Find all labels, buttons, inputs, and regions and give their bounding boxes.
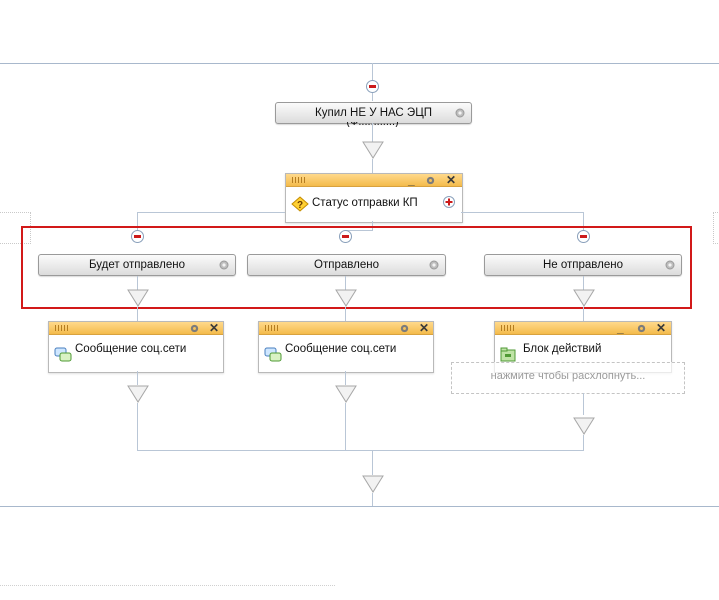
connector-line	[583, 307, 584, 321]
minimize-icon[interactable]: _	[617, 321, 624, 335]
side-dotted-mark-right	[713, 212, 719, 244]
connector-line	[583, 435, 584, 450]
status-block-label: Статус отправки КП	[312, 197, 418, 209]
canvas-top-border	[0, 63, 719, 64]
flow-arrow-icon	[573, 289, 595, 307]
gear-icon[interactable]	[636, 323, 647, 335]
drag-handle[interactable]	[265, 325, 279, 331]
branch-condition-2[interactable]: Отправлено	[247, 254, 446, 276]
social-message-icon	[54, 347, 72, 366]
connector-line	[372, 450, 373, 475]
add-plus-icon[interactable]	[443, 196, 455, 211]
connector-line	[345, 276, 346, 290]
branch-condition-label: Не отправлено	[542, 259, 624, 271]
collapse-minus-icon[interactable]	[577, 230, 590, 243]
connector-line	[345, 371, 346, 385]
drag-handle[interactable]	[292, 177, 306, 183]
gear-icon[interactable]	[218, 258, 230, 278]
flow-arrow-icon	[127, 385, 149, 403]
flow-arrow-icon	[362, 475, 384, 493]
close-icon[interactable]: ✕	[419, 321, 430, 335]
action-block-label: Сообщение соц.сети	[285, 343, 397, 355]
connector-line	[345, 230, 373, 231]
expand-hint[interactable]: нажмите чтобы расхлопнуть...	[451, 362, 685, 394]
collapse-minus-icon[interactable]	[131, 230, 144, 243]
collapse-minus-icon[interactable]	[339, 230, 352, 243]
connector-line	[137, 371, 138, 385]
connector-line	[137, 450, 584, 451]
action-block-2[interactable]: ✕ Сообщение соц.сети	[258, 321, 434, 373]
connector-line	[583, 212, 584, 230]
branch-condition-1[interactable]: Будет отправлено	[38, 254, 236, 276]
collapse-minus-icon[interactable]	[366, 80, 379, 93]
connector-line	[137, 212, 285, 213]
bottom-dotted-line	[0, 585, 335, 586]
action-block-1[interactable]: ✕ Сообщение соц.сети	[48, 321, 224, 373]
gear-icon[interactable]	[664, 258, 676, 278]
drag-handle[interactable]	[501, 325, 515, 331]
flow-arrow-icon	[127, 289, 149, 307]
close-icon[interactable]: ✕	[446, 173, 457, 187]
connector-line	[461, 212, 583, 213]
branch-condition-label: Будет отправлено	[89, 259, 185, 271]
svg-text:?: ?	[297, 200, 303, 211]
gear-icon[interactable]	[189, 323, 200, 335]
connector-line	[372, 493, 373, 506]
gear-icon[interactable]	[425, 175, 436, 187]
action-block-label: Сообщение соц.сети	[75, 343, 187, 355]
connector-line	[137, 403, 138, 450]
close-icon[interactable]: ✕	[209, 321, 220, 335]
top-condition-label: Купил НЕ У НАС ЭЦП	[315, 107, 432, 119]
connector-line	[372, 159, 373, 173]
connector-line	[345, 307, 346, 321]
flow-arrow-icon	[335, 385, 357, 403]
connector-line	[372, 123, 373, 143]
branch-condition-3[interactable]: Не отправлено	[484, 254, 682, 276]
minimize-icon[interactable]: _	[408, 173, 415, 187]
connector-line	[583, 276, 584, 290]
action-block-icon	[500, 347, 516, 365]
gear-icon[interactable]	[399, 323, 410, 335]
canvas-bottom-border	[0, 506, 719, 507]
top-condition-node[interactable]: Купил НЕ У НАС ЭЦП	[275, 102, 472, 124]
branch-condition-label: Отправлено	[314, 259, 379, 271]
close-icon[interactable]: ✕	[656, 321, 667, 335]
connector-line	[345, 403, 346, 450]
social-message-icon	[264, 347, 282, 366]
connector-line	[137, 212, 138, 230]
gear-icon[interactable]	[428, 258, 440, 278]
gear-icon[interactable]	[454, 106, 466, 126]
status-block[interactable]: _ ✕ ? Статус отправки КП	[285, 173, 463, 223]
connector-line	[137, 276, 138, 290]
flow-arrow-icon	[573, 417, 595, 435]
flow-arrow-icon	[362, 141, 384, 159]
highlight-box	[21, 226, 692, 309]
side-dotted-mark-left	[0, 212, 31, 244]
condition-question-icon: ?	[291, 196, 309, 215]
flow-arrow-icon	[335, 289, 357, 307]
action-block-label: Блок действий	[523, 343, 602, 355]
drag-handle[interactable]	[55, 325, 69, 331]
connector-line	[137, 307, 138, 321]
connector-line	[583, 393, 584, 415]
